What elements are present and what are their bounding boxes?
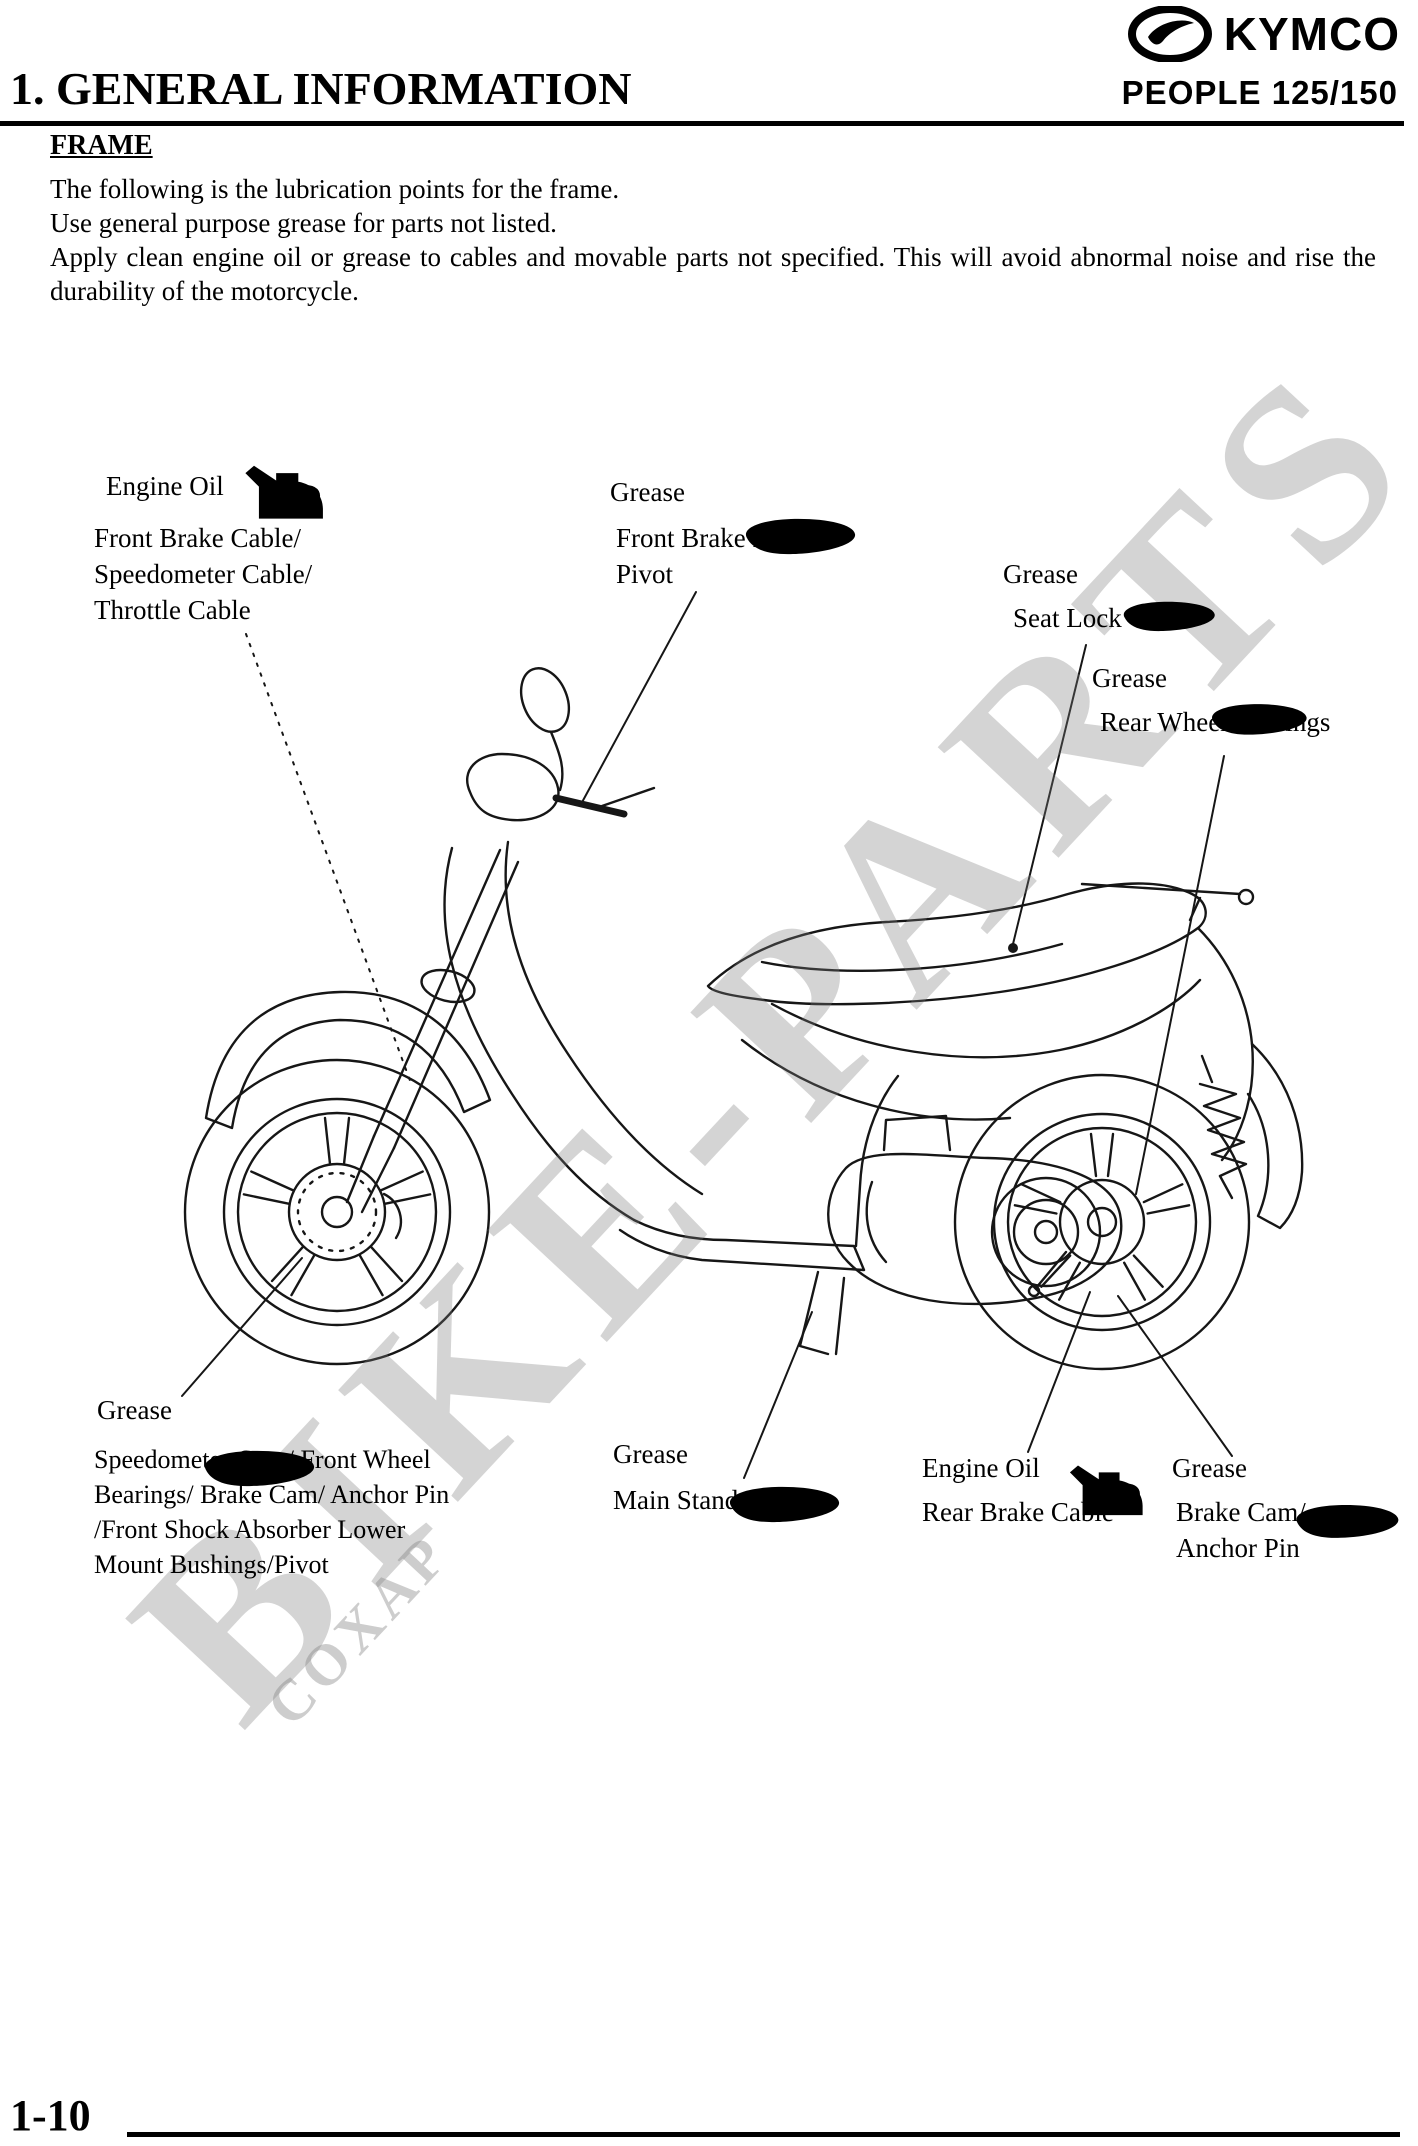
callout-grease-mainstand-title: Grease [613,1439,688,1469]
page-title: 1. GENERAL INFORMATION [10,63,632,114]
callout-line: Brake Cam/ [1176,1497,1306,1527]
grease-blob-icon [1296,1505,1399,1538]
leader-lines [181,591,1233,1479]
page-number: 1-10 [10,2091,91,2140]
kymco-logo-icon [1127,6,1212,62]
oil-can-icon [1069,1465,1143,1516]
callout-line: Front Brake Cable/ [94,523,301,553]
callout-line: Speedometer Cable/ [94,559,313,589]
callout-line: /Front Shock Absorber Lower [94,1515,406,1544]
callout-front-cables: Front Brake Cable/ Speedometer Cable/ Th… [94,520,312,628]
callout-grease-brakecam-title: Grease [1172,1453,1247,1483]
callout-engine-oil-rear-title: Engine Oil [922,1453,1040,1483]
header-rule [0,121,1404,126]
kymco-logo: KYMCO [1127,6,1400,62]
callout-grease-rear-bearings-title: Grease [1092,663,1167,693]
callout-rear-brake-cable: Rear Brake Cable [922,1494,1114,1530]
callout-brake-cam-anchor-pin: Brake Cam/ Anchor Pin [1176,1494,1306,1566]
callout-seat-lock: Seat Lock [1013,600,1122,636]
callout-line: Anchor Pin [1176,1533,1300,1563]
callout-line: Bearings/ Brake Cam/ Anchor Pin [94,1480,450,1509]
callout-grease-front-hub-title: Grease [97,1395,172,1425]
oil-can-icon [245,465,323,519]
callout-engine-oil-front-title: Engine Oil [106,471,224,501]
callout-grease-seatlock-title: Grease [1003,559,1078,589]
callout-line: Throttle Cable [94,595,251,625]
brand-name: KYMCO [1223,8,1400,60]
callout-line: Pivot [616,559,674,589]
model-label: PEOPLE 125/150 [1121,74,1398,111]
body-line-3: Apply clean engine oil or grease to cabl… [50,242,1376,306]
grease-blob-icon [745,518,856,555]
footer-rule [127,2132,1400,2137]
body-line-1: The following is the lubrication points … [50,174,620,204]
body-text: The following is the lubrication points … [50,172,1376,308]
callout-line: Rear Brake Cable [922,1497,1114,1527]
grease-blob-icon [1123,601,1215,632]
section-title: FRAME [50,130,153,161]
grease-blob-icon [1212,704,1307,735]
grease-blob-icon [204,1450,315,1487]
grease-blob-icon [729,1486,840,1523]
callout-line: Mount Bushings/Pivot [94,1550,329,1579]
body-line-2: Use general purpose grease for parts not… [50,208,557,238]
callout-line: Seat Lock [1013,603,1122,633]
callout-grease-lever-title: Grease [610,477,685,507]
